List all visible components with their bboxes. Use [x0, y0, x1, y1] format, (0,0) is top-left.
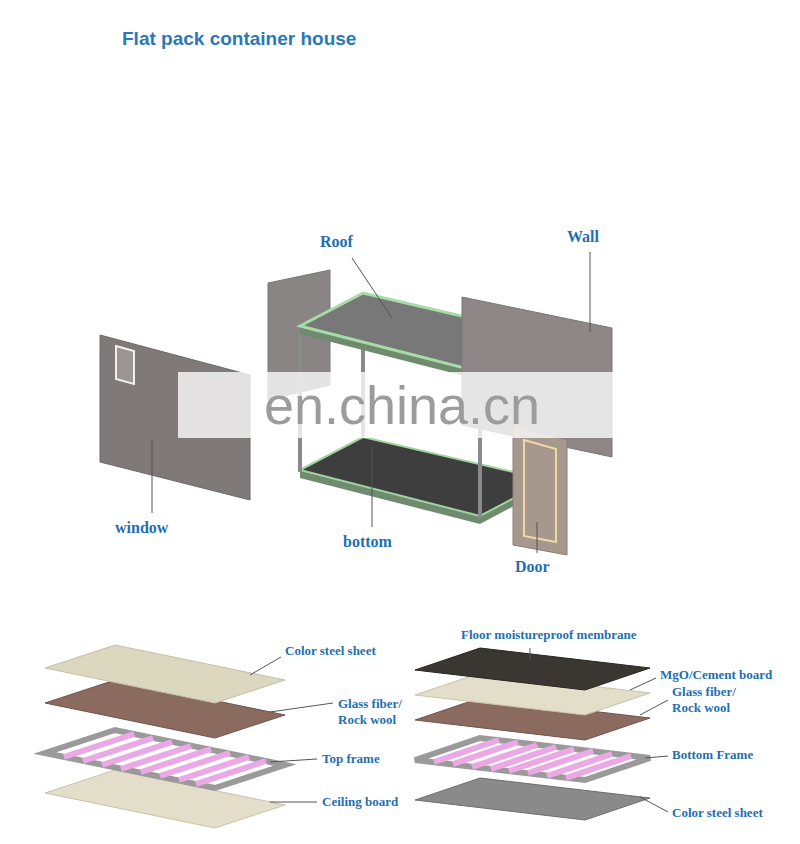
- part-label: bottom: [343, 532, 392, 551]
- part-label: Glass fiber/ Rock wool: [338, 696, 424, 727]
- window-opening: [116, 346, 134, 384]
- leader-line: [590, 252, 591, 332]
- leader-line: [270, 703, 333, 712]
- frame-slats: [434, 740, 631, 778]
- leader-lines: [152, 252, 668, 812]
- watermark: en.china.cn: [264, 378, 540, 432]
- part-label: Glass fiber/ Rock wool: [672, 684, 758, 715]
- membrane: [415, 648, 650, 690]
- leader-line: [640, 797, 668, 812]
- part-label: Color steel sheet: [672, 805, 763, 821]
- slat: [196, 761, 266, 784]
- part-label: Door: [515, 557, 550, 576]
- steel-sheet: [45, 645, 285, 703]
- door-outline: [524, 440, 556, 542]
- title: Flat pack container house: [122, 28, 356, 50]
- part-label: Bottom Frame: [672, 747, 753, 763]
- leader-line: [270, 802, 317, 803]
- part-label: Ceiling board: [322, 794, 398, 810]
- leader-line: [530, 648, 531, 660]
- leader-line: [352, 258, 392, 318]
- leader-line: [152, 440, 153, 513]
- leader-line: [270, 759, 317, 762]
- leader-line: [645, 756, 668, 758]
- top-frame: [45, 730, 285, 788]
- leader-line: [640, 700, 668, 715]
- leader-line: [630, 678, 656, 690]
- leader-line: [537, 522, 538, 553]
- watermark-band: [178, 372, 626, 438]
- part-label: Top frame: [322, 751, 380, 767]
- part-label: Color steel sheet: [285, 643, 376, 659]
- bottom-panel: [300, 437, 548, 516]
- part-label: Roof: [320, 232, 353, 251]
- part-label: MgO/Cement board: [660, 667, 772, 683]
- steel-sheet: [415, 778, 650, 820]
- part-label: Floor moistureproof membrane: [461, 627, 636, 643]
- frame-slats: [64, 734, 266, 784]
- part-label: window: [115, 518, 168, 537]
- part-label: Wall: [567, 227, 599, 246]
- leader-line: [372, 447, 373, 527]
- slat: [566, 756, 631, 778]
- bottom-frame: [415, 738, 650, 780]
- leader-line: [250, 657, 281, 675]
- door-panel: [513, 425, 567, 555]
